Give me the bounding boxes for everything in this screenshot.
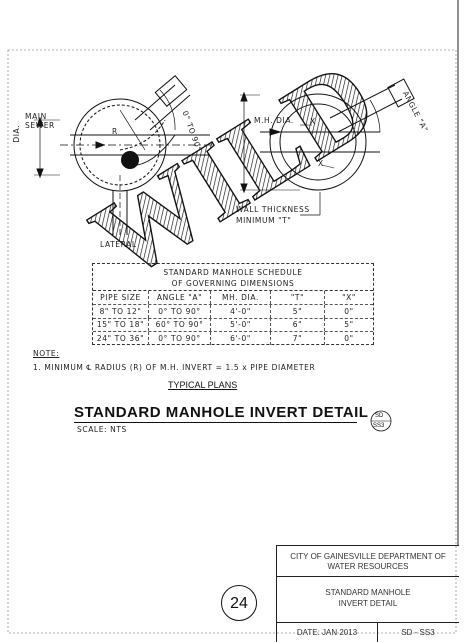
tb-title-line2: INVERT DETAIL	[338, 599, 398, 608]
wall-thickness-label: WALL THICKNESS	[236, 205, 310, 214]
agency-line2: WATER RESOURCES	[327, 562, 409, 571]
schedule-cell: 5"	[271, 304, 325, 318]
detail-title-underline	[74, 422, 357, 423]
tb-drawing-no: SD - SS3	[401, 628, 435, 637]
schedule-cell: 60° TO 90°	[149, 318, 211, 331]
minimum-t-label: MINIMUM "T"	[236, 216, 292, 225]
title-block: CITY OF GAINESVILLE DEPARTMENT OF WATER …	[276, 545, 459, 642]
detail-ref-top: SD	[375, 413, 384, 419]
schedule-header-cell: "X"	[342, 293, 356, 302]
schedule-cell: 7"	[271, 331, 325, 345]
schedule-cell: 5'-0"	[211, 318, 271, 331]
schedule-header-cell: "T"	[271, 291, 325, 304]
x-label-bottom: X	[318, 159, 324, 168]
schedule-title-line2: OF GOVERNING DIMENSIONS	[171, 279, 295, 288]
schedule-row: 8" TO 12"0° TO 90°4'-0"5" 0"	[93, 304, 373, 319]
schedule-cell: 15" TO 18"	[93, 318, 149, 331]
schedule-cell: 0° TO 90°	[149, 304, 211, 318]
note-text: 1. MINIMUM ℄ RADIUS (R) OF M.H. INVERT =…	[33, 363, 316, 372]
main-sewer-label: MAIN SEWER	[25, 112, 55, 130]
detail-title: STANDARD MANHOLE INVERT DETAIL	[74, 404, 369, 421]
agency-line1: CITY OF GAINESVILLE DEPARTMENT OF	[290, 552, 446, 561]
schedule-title-line1: STANDARD MANHOLE SCHEDULE	[163, 268, 303, 277]
schedule-cell: 6'-0"	[211, 331, 271, 345]
schedule-cell: 5"	[344, 320, 354, 329]
note-heading: NOTE:	[33, 349, 60, 358]
sheet-number-circle: 24	[221, 585, 257, 621]
schedule-cell: 0"	[344, 333, 354, 343]
manhole-outer-circle-right	[269, 93, 367, 191]
lateral-label: LATERAL	[100, 240, 137, 249]
schedule-cell: 6"	[271, 318, 325, 331]
schedule-header-cell: PIPE SIZE	[93, 291, 149, 304]
schedule-row: 15" TO 18"60° TO 90°5'-0"6" 5"	[93, 318, 373, 332]
manhole-outer-circle	[73, 98, 167, 192]
radius-label: R	[112, 127, 118, 136]
schedule-header-cell: MH. DIA.	[211, 291, 271, 304]
invert-drop-marker	[121, 151, 139, 169]
schedule-header-cell: ANGLE "A"	[149, 291, 211, 304]
tb-title-line1: STANDARD MANHOLE	[325, 588, 411, 597]
schedule-row: 24" TO 36"0° TO 90°6'-0"7" 0"	[93, 331, 373, 345]
manhole-schedule-table: STANDARD MANHOLE SCHEDULE OF GOVERNING D…	[92, 263, 374, 345]
schedule-cell: 4'-0"	[211, 304, 271, 318]
scale-label: SCALE: NTS	[77, 425, 127, 434]
schedule-cell: 24" TO 36"	[93, 331, 149, 345]
x-label-top: X	[310, 117, 316, 126]
tb-date: DATE: JAN 2013	[296, 628, 358, 637]
schedule-cell: 0° TO 90°	[149, 331, 211, 345]
typical-plans-caption: TYPICAL PLANS	[168, 380, 238, 390]
schedule-cell: 0"	[344, 306, 354, 316]
mh-dia-label: M.H. DIA.	[254, 116, 294, 125]
schedule-cell: 8" TO 12"	[93, 304, 149, 318]
detail-ref-bottom: SS3	[373, 423, 385, 429]
